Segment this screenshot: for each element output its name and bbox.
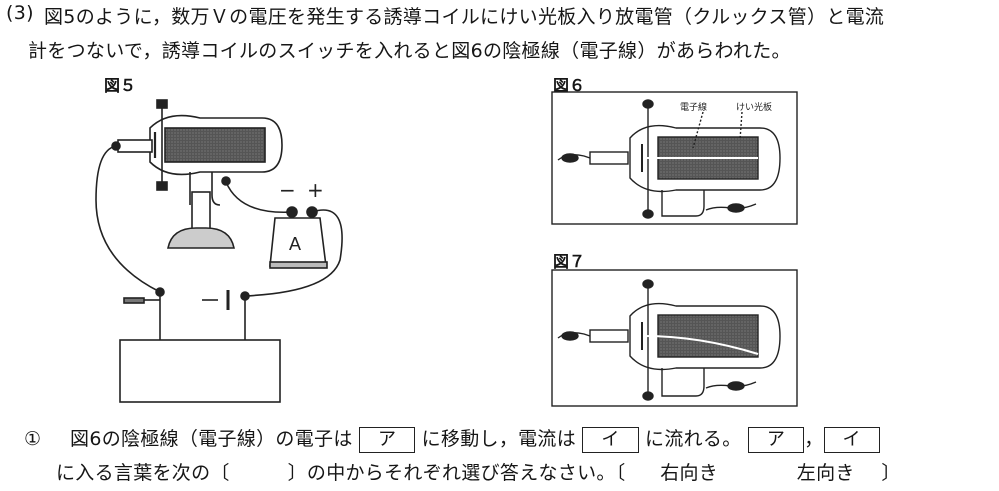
fig7-crookes-tube: [557, 279, 781, 401]
fig5-ammeter-symbol: A: [289, 234, 301, 254]
fig5-stand: [167, 191, 235, 249]
sub1-text-a: 図6の陰極線（電子線）の電子は: [70, 428, 353, 450]
fig6-annotation-screen: けい光板: [736, 101, 772, 113]
blank-i: イ: [582, 427, 639, 453]
sub1-text-b: に移動し，電流は: [421, 428, 577, 450]
fig6-label: 図６: [553, 76, 586, 95]
question-line-1: 図5のように，数万Ｖの電圧を発生する誘導コイルにけい光板入り放電管（クルックス管…: [44, 6, 885, 28]
choice-left: 左向き: [796, 462, 855, 484]
question-line-2: 計をつないで，誘導コイルのスイッチを入れると図6の陰極線（電子線）があらわれた。: [28, 40, 791, 62]
fig6-crookes-tube: [557, 99, 781, 219]
fig5-induction-coil: [119, 287, 281, 403]
blank-i-ref: イ: [823, 427, 880, 453]
fig5-label: 図５: [104, 76, 137, 95]
question-number: (3): [6, 2, 34, 24]
fig5-plus-sign: +: [307, 178, 324, 202]
choice-right: 右向き: [660, 462, 719, 484]
sub1-marker: ①: [24, 428, 42, 450]
close-bracket: 〕: [881, 462, 901, 484]
fig7-label: 図７: [553, 252, 586, 271]
sub1-line-2: に入る言葉を次の〔 〕の中からそれぞれ選び答えなさい。〔 右向き 左向き 〕: [56, 458, 901, 485]
sub1-instruction: に入る言葉を次の〔 〕の中からそれぞれ選び答えなさい。〔: [56, 462, 626, 484]
fig5-minus-sign: −: [279, 178, 296, 202]
sub1-line-1: ① 図6の陰極線（電子線）の電子は ア に移動し，電流は イ に流れる。 ア，イ: [24, 424, 880, 453]
fig6-annotation-electron: 電子線: [680, 101, 707, 113]
sub1-separator: ，: [804, 428, 824, 450]
blank-a: ア: [358, 427, 416, 453]
fig5-crookes-tube: [117, 99, 283, 206]
fig5-wires: [95, 141, 343, 297]
blank-a-ref: ア: [747, 427, 805, 453]
sub1-text-c: に流れる。: [645, 428, 742, 450]
